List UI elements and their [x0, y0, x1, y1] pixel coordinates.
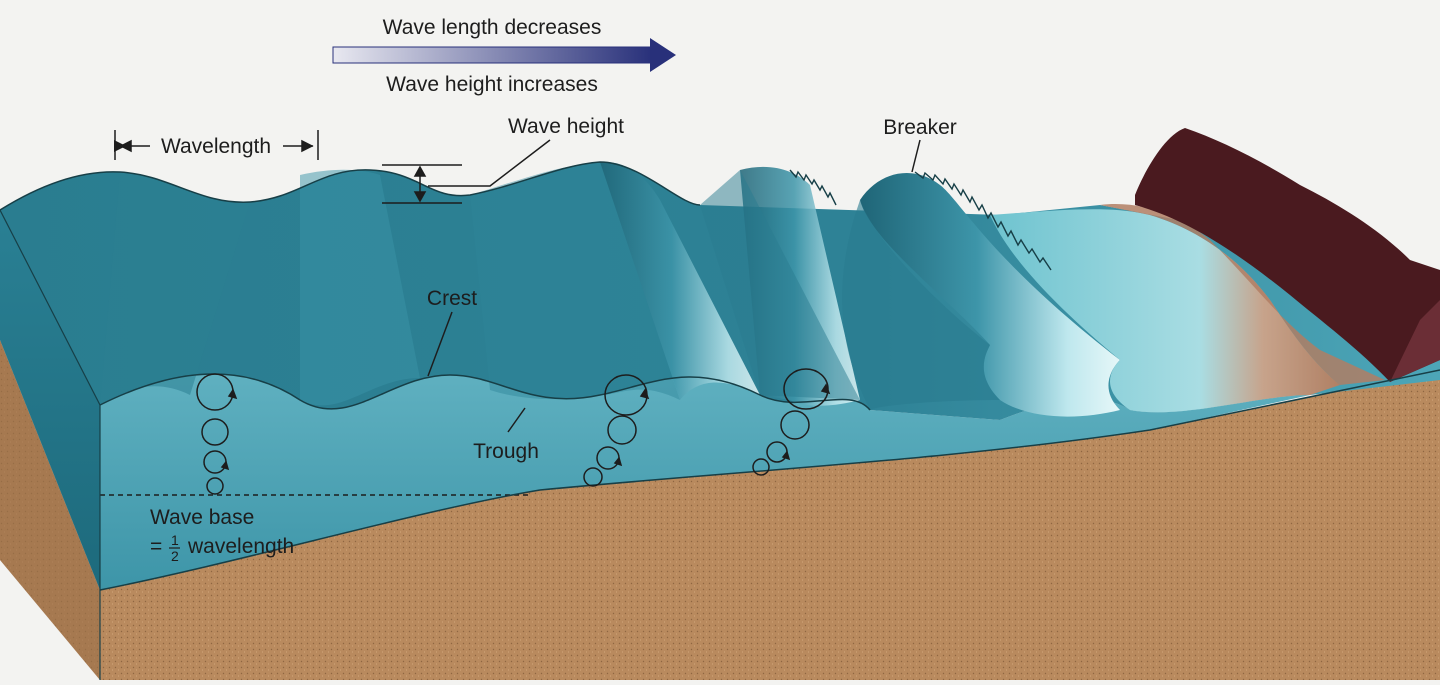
direction-arrow: [332, 38, 676, 72]
wavelength-label: Wavelength: [161, 135, 271, 158]
wet-sand: [1100, 204, 1385, 385]
sand-seabed: [100, 370, 1440, 680]
wave-base-word: wavelength: [187, 535, 294, 558]
orbits-deep: [196, 373, 238, 495]
wave-base-fraction-num: 1: [171, 532, 179, 548]
arrow-top-label: Wave length decreases: [383, 16, 602, 39]
wave-base-fraction-den: 2: [171, 548, 179, 564]
wave-height-dimension: [382, 139, 551, 204]
breaker-label: Breaker: [883, 116, 957, 139]
crest-label: Crest: [427, 287, 477, 310]
wave-base-label: Wave base: [150, 506, 254, 529]
water-left-face: [0, 210, 100, 590]
water-cross-section: [100, 374, 1310, 590]
wave-height-label: Wave height: [508, 115, 624, 138]
wave-base-equals: =: [150, 535, 162, 558]
orbits-shoaling: [583, 374, 650, 487]
breaker-wave: [860, 173, 1120, 417]
arrow-bottom-label: Wave height increases: [386, 73, 598, 96]
trough-label: Trough: [473, 440, 539, 463]
shoreline-swash: [990, 209, 1340, 413]
cliff: [1135, 128, 1440, 382]
orbits-shallow: [752, 368, 831, 476]
breaker-foam: [914, 171, 1052, 271]
wavelength-dimension: [114, 130, 319, 160]
